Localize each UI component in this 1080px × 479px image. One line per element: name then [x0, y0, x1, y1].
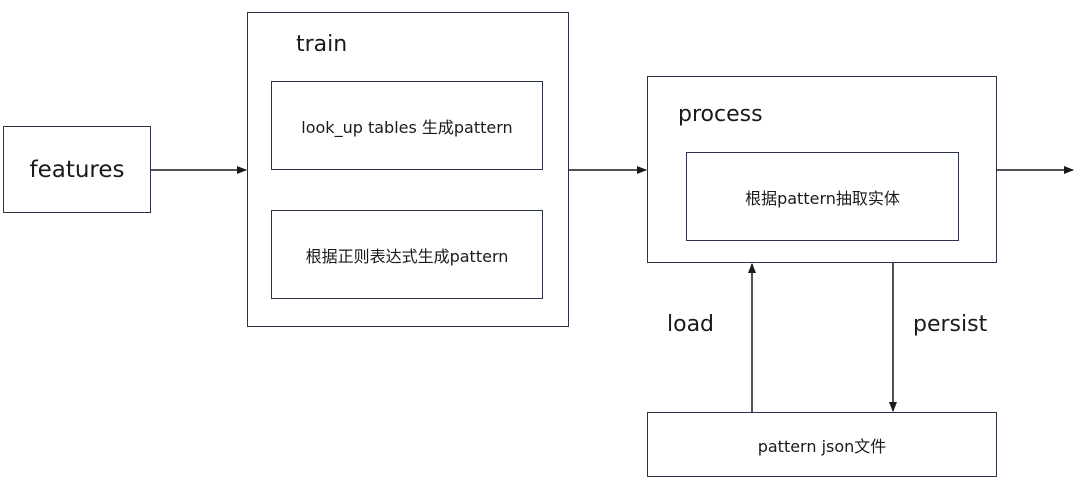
extract-entities-node: 根据pattern抽取实体: [686, 152, 959, 241]
load-edge-label: load: [667, 312, 715, 337]
pattern-json-label: pattern json文件: [757, 436, 887, 456]
features-node: features: [3, 126, 151, 213]
persist-edge-label: persist: [913, 312, 988, 337]
pattern-json-node: pattern json文件: [647, 412, 997, 477]
lookup-tables-node: look_up tables 生成pattern: [271, 81, 543, 170]
features-label: features: [29, 156, 125, 183]
regex-label: 根据正则表达式生成pattern: [305, 246, 509, 266]
regex-node: 根据正则表达式生成pattern: [271, 210, 543, 299]
extract-entities-label: 根据pattern抽取实体: [745, 188, 900, 208]
lookup-tables-label: look_up tables 生成pattern: [301, 117, 513, 137]
process-title: process: [678, 102, 763, 127]
train-title: train: [296, 32, 348, 57]
